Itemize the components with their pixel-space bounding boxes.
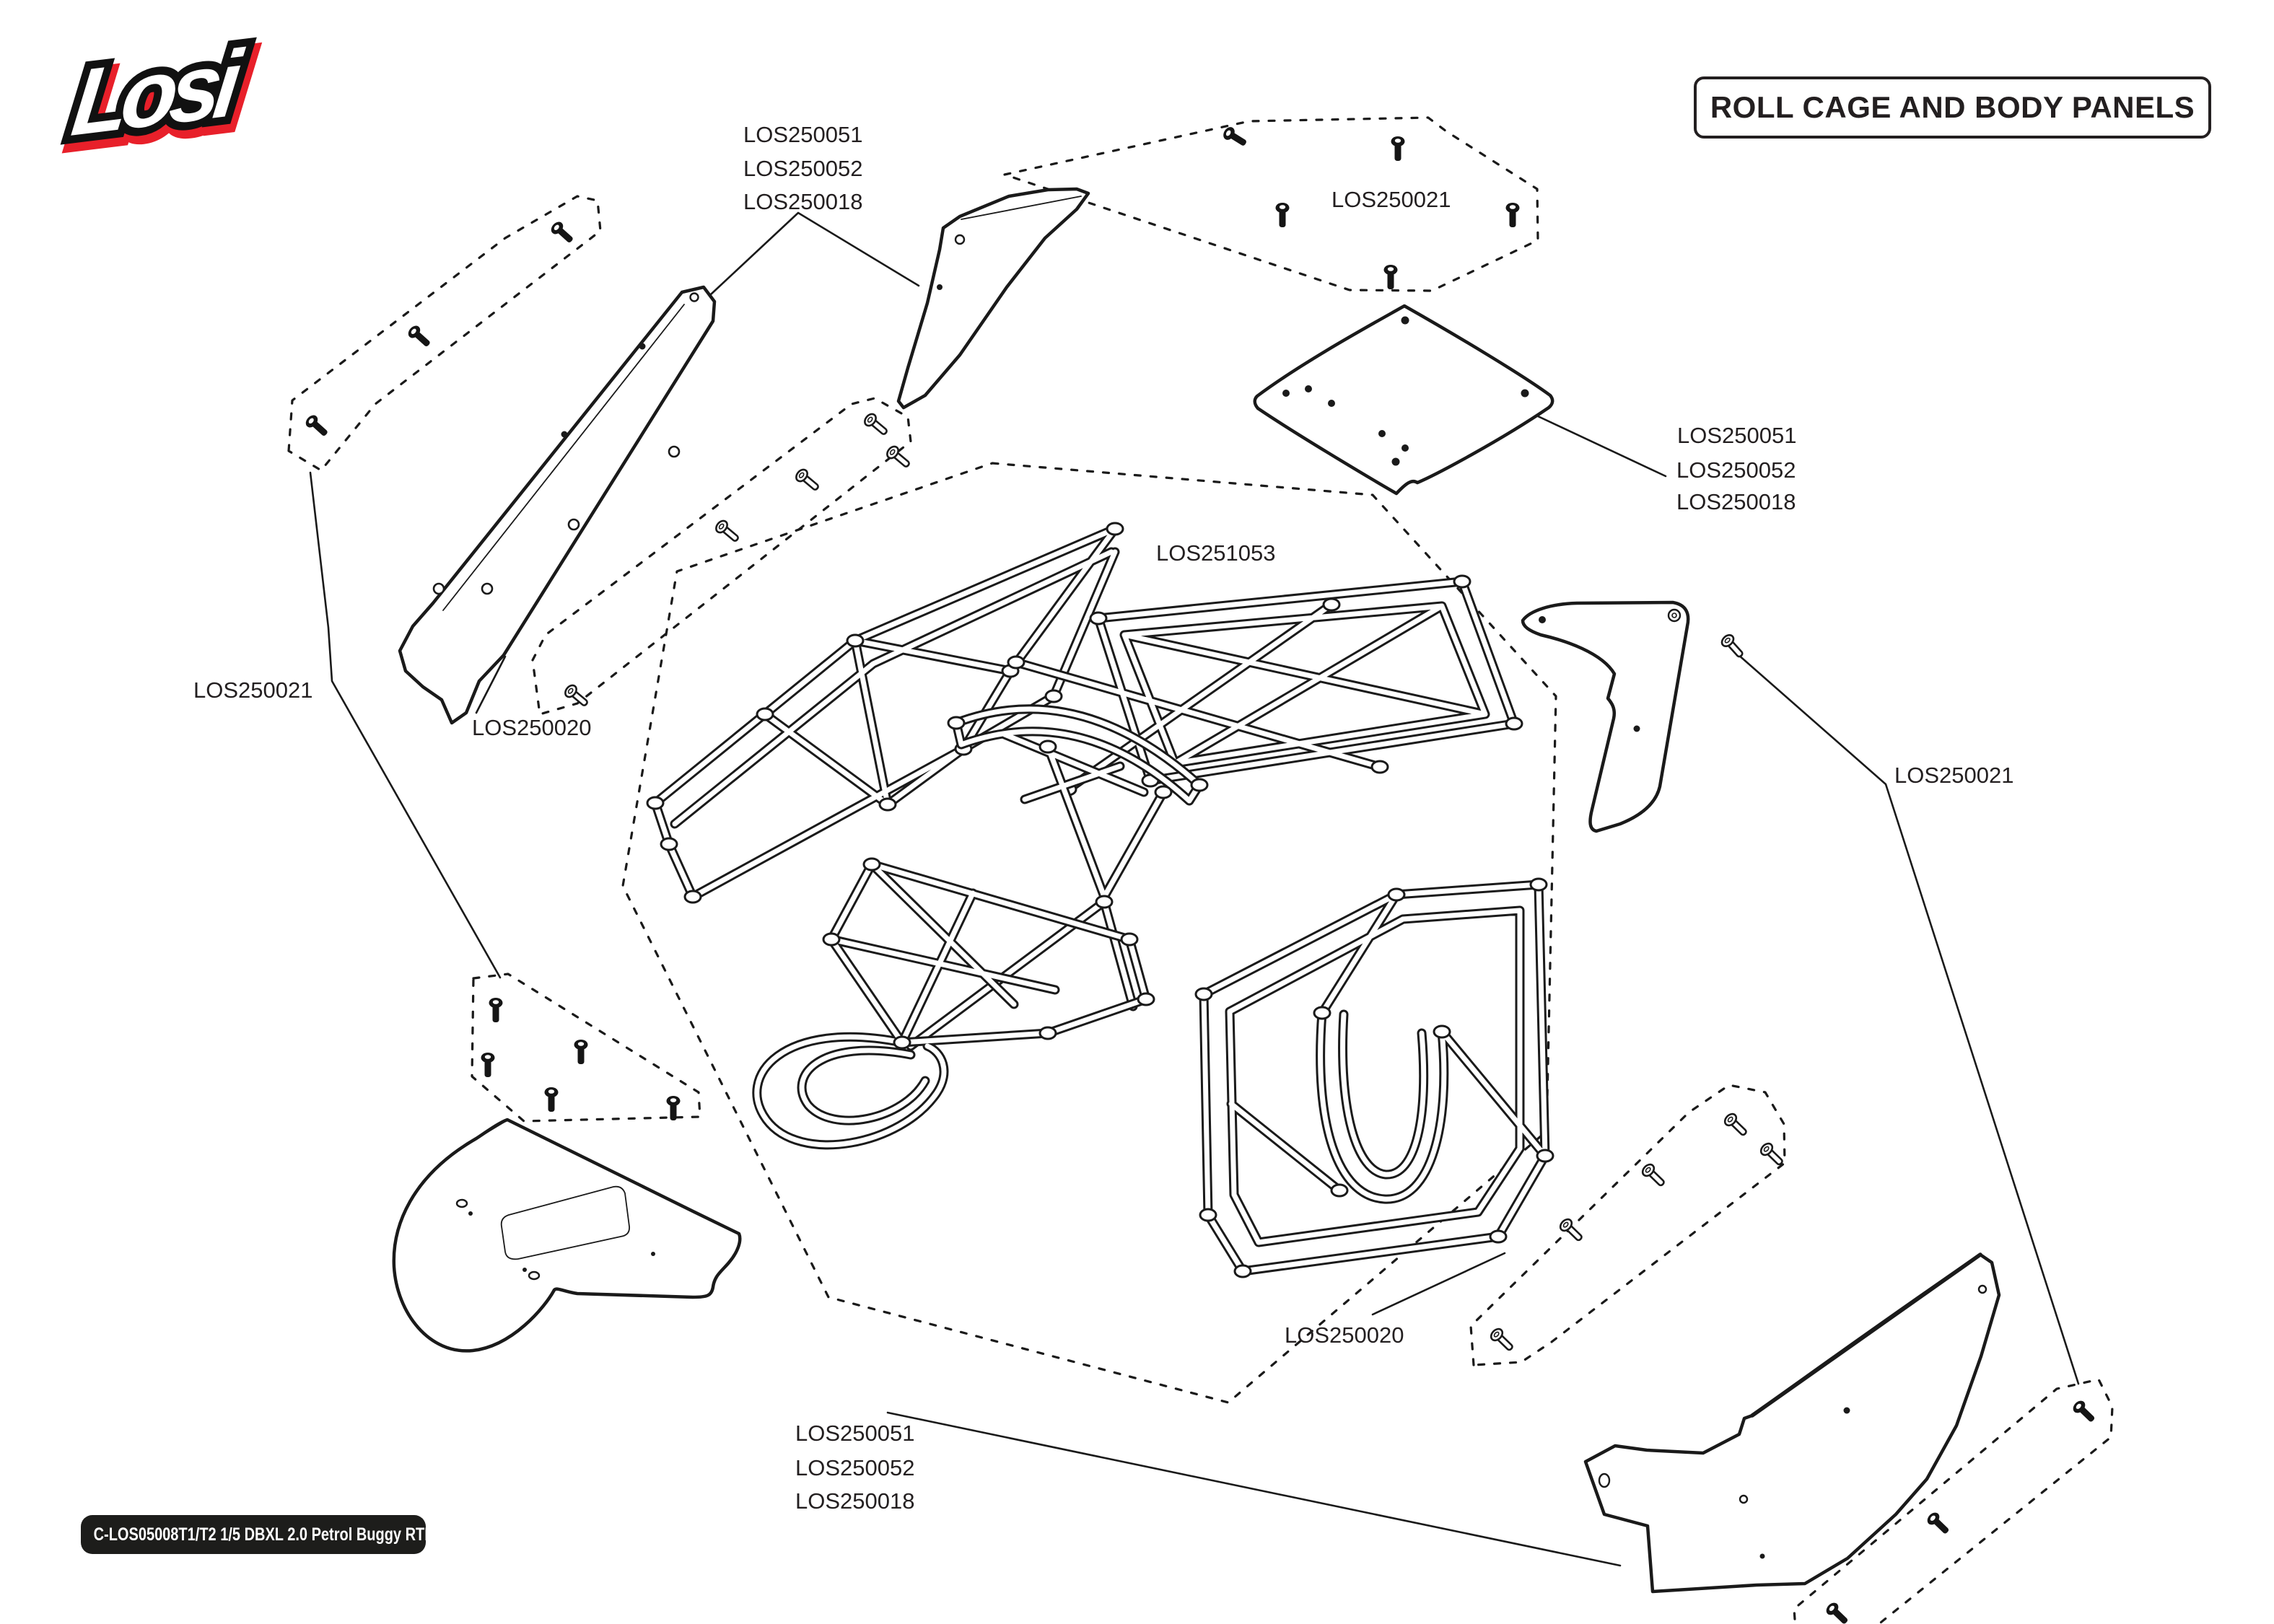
leader-line xyxy=(1371,1252,1506,1316)
part-label: LOS250051 xyxy=(795,1421,915,1446)
screw-group-outline-top-left xyxy=(287,195,602,472)
losi-logo: Losi Losi Losi xyxy=(59,21,262,172)
screw-icon xyxy=(1391,136,1405,161)
screw-group-outline-top-right xyxy=(1003,116,1539,292)
screw-group-outline-bottom-left xyxy=(471,973,701,1123)
screw-icon xyxy=(1275,203,1290,227)
front-body-panel xyxy=(392,1118,742,1353)
losi-logo-black-outline: Losi xyxy=(67,29,249,156)
part-label: LOS250021 xyxy=(1331,187,1451,212)
screw-icon xyxy=(406,323,434,351)
leader-line xyxy=(1731,648,2080,1385)
part-label: LOS250018 xyxy=(795,1488,915,1514)
part-label: LOS250018 xyxy=(1676,489,1796,514)
part-label: LOS250020 xyxy=(1285,1322,1404,1348)
screw-icon xyxy=(481,1053,495,1077)
screw-icon xyxy=(1757,1140,1787,1169)
roll-cage-outline xyxy=(621,462,1557,1404)
screw-icon xyxy=(1824,1600,1852,1624)
screw-icon xyxy=(712,517,743,546)
screw-icon xyxy=(1221,125,1249,150)
part-label: LOS250021 xyxy=(193,677,313,703)
leader-line xyxy=(475,655,507,714)
screw-icon xyxy=(1487,1325,1517,1355)
leader-line xyxy=(309,471,502,979)
right-fin-panel xyxy=(1521,600,1690,833)
part-label: LOS250052 xyxy=(1676,457,1796,483)
model-code-text: C-LOS05008T1/T2 1/5 DBXL 2.0 Petrol Bugg… xyxy=(93,1524,435,1545)
part-label: LOS250052 xyxy=(795,1455,915,1480)
screw-group-outline-bottom-right-upper xyxy=(1469,1084,1786,1366)
screw-icon xyxy=(544,1087,559,1112)
screw-icon xyxy=(861,411,891,439)
part-label: LOS250020 xyxy=(472,715,592,740)
screw-icon xyxy=(2070,1398,2099,1426)
leader-line xyxy=(1523,408,1667,478)
screw-icon xyxy=(1557,1216,1586,1245)
windshield-panel xyxy=(896,187,1090,410)
page-title: ROLL CAGE AND BODY PANELS xyxy=(1694,76,2211,139)
roll-cage-assembly xyxy=(646,522,1554,1278)
part-label: LOS250051 xyxy=(1677,423,1797,448)
screw-icon xyxy=(792,466,823,495)
cage-right-side xyxy=(1194,877,1554,1278)
part-label: LOS250018 xyxy=(743,189,863,214)
screw-icon xyxy=(1639,1161,1669,1190)
screw-icon xyxy=(1505,203,1520,227)
leader-line xyxy=(709,211,920,296)
part-label: LOS250021 xyxy=(1894,763,2014,788)
screw-icon xyxy=(1721,1110,1751,1140)
screw-icon xyxy=(1718,631,1747,662)
screw-icon xyxy=(883,443,914,472)
screw-icon xyxy=(1925,1510,1953,1537)
side-panel-left xyxy=(398,285,717,725)
cage-nose-loop xyxy=(757,857,1155,1145)
leader-line xyxy=(886,1411,1622,1567)
screws-bottom-left-group xyxy=(481,998,681,1120)
screw-icon xyxy=(303,413,331,440)
part-label: LOS250051 xyxy=(743,122,863,147)
part-label: LOS250052 xyxy=(743,156,863,181)
cage-top-deck xyxy=(1007,574,1523,796)
screws-top-left-strip xyxy=(303,219,577,440)
leader-lines xyxy=(309,211,2080,1567)
model-code-badge: C-LOS05008T1/T2 1/5 DBXL 2.0 Petrol Bugg… xyxy=(81,1515,435,1554)
screw-right-fin xyxy=(1718,631,1747,662)
screw-icon xyxy=(574,1040,588,1064)
rear-side-panel xyxy=(1583,1252,2001,1594)
losi-logo-text: Losi xyxy=(67,29,249,156)
screw-icon xyxy=(489,998,503,1022)
screw-icon xyxy=(548,219,577,247)
part-label: LOS251053 xyxy=(1156,540,1276,566)
screw-icon xyxy=(1383,265,1398,289)
roof-panel xyxy=(1253,304,1554,496)
